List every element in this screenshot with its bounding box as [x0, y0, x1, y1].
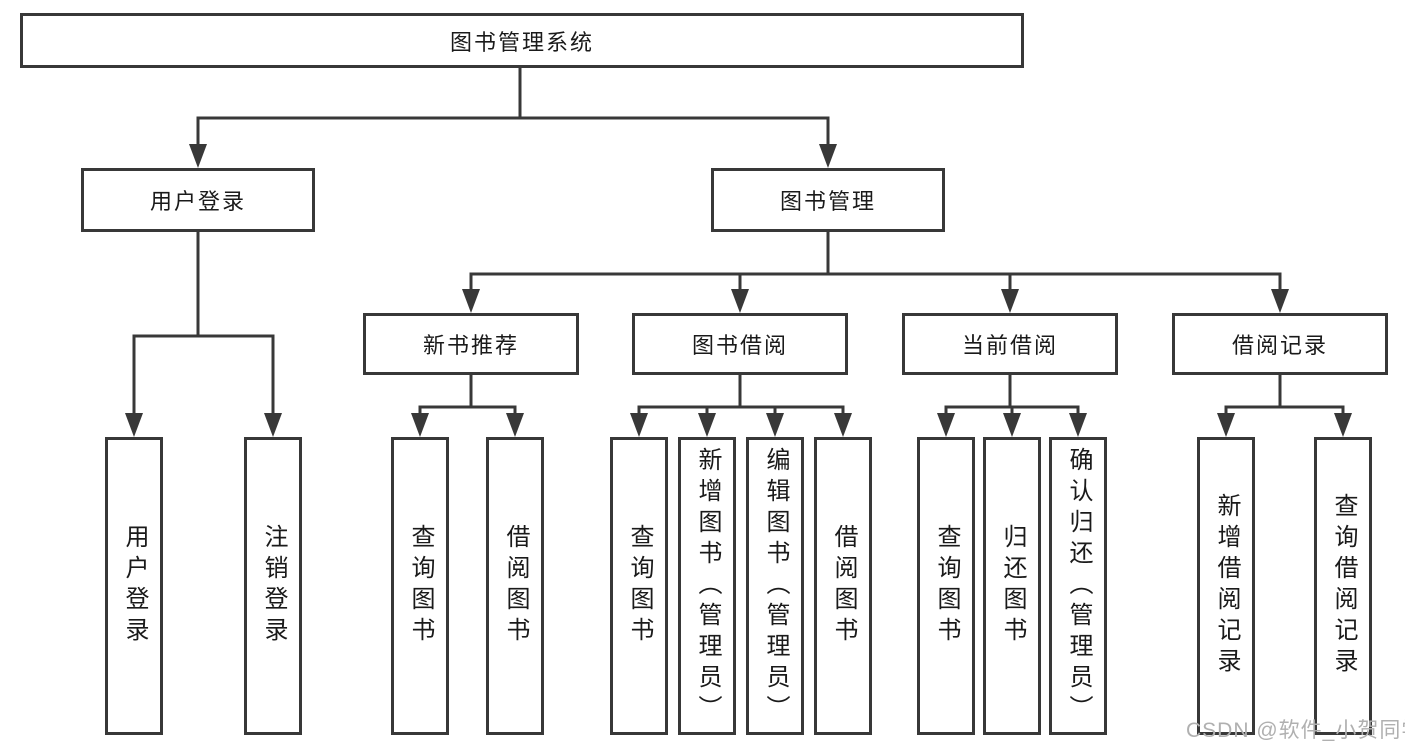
- node-borrowing-records-label: 借阅记录: [1231, 333, 1328, 358]
- leaf-user-login-label: 用户登录: [121, 524, 148, 648]
- leaf-current-return-books: 归还图书: [983, 437, 1041, 735]
- node-root: 图书管理系统: [20, 13, 1024, 68]
- leaf-records-query-record: 查询借阅记录: [1314, 437, 1372, 735]
- node-book-borrowing-label: 图书借阅: [691, 333, 788, 358]
- leaf-current-query-books: 查询图书: [917, 437, 975, 735]
- leaf-recommend-query-books: 查询图书: [391, 437, 449, 735]
- leaf-borrowing-query-books-label: 查询图书: [626, 524, 653, 648]
- leaf-borrowing-query-books: 查询图书: [610, 437, 668, 735]
- watermark: CSDN @软件_小贺同学: [1186, 719, 1405, 742]
- node-current-borrowing-label: 当前借阅: [961, 333, 1058, 358]
- node-user-login-label: 用户登录: [149, 189, 246, 214]
- leaf-current-confirm-return-admin-label: 确认归还（管理员）: [1065, 446, 1092, 726]
- leaf-records-query-record-label: 查询借阅记录: [1330, 493, 1357, 679]
- node-book-borrowing: 图书借阅: [632, 313, 848, 375]
- leaf-borrowing-add-books-admin-label: 新增图书（管理员）: [694, 446, 721, 726]
- leaf-borrowing-edit-books-admin: 编辑图书（管理员）: [746, 437, 804, 735]
- leaf-records-add-record-label: 新增借阅记录: [1213, 493, 1240, 679]
- leaf-recommend-borrow-books-label: 借阅图书: [502, 524, 529, 648]
- leaf-borrowing-borrow-books: 借阅图书: [814, 437, 872, 735]
- node-root-label: 图书管理系统: [449, 29, 594, 55]
- leaf-records-add-record: 新增借阅记录: [1197, 437, 1255, 735]
- leaf-recommend-borrow-books: 借阅图书: [486, 437, 544, 735]
- node-borrowing-records: 借阅记录: [1172, 313, 1388, 375]
- leaf-user-login: 用户登录: [105, 437, 163, 735]
- node-user-login: 用户登录: [81, 168, 315, 232]
- node-current-borrowing: 当前借阅: [902, 313, 1118, 375]
- node-book-management: 图书管理: [711, 168, 945, 232]
- leaf-borrowing-borrow-books-label: 借阅图书: [830, 524, 857, 648]
- leaf-borrowing-edit-books-admin-label: 编辑图书（管理员）: [762, 446, 789, 726]
- leaf-logout: 注销登录: [244, 437, 302, 735]
- leaf-borrowing-add-books-admin: 新增图书（管理员）: [678, 437, 736, 735]
- leaf-current-confirm-return-admin: 确认归还（管理员）: [1049, 437, 1107, 735]
- node-new-book-recommend-label: 新书推荐: [422, 333, 519, 358]
- leaf-recommend-query-books-label: 查询图书: [407, 524, 434, 648]
- leaf-logout-label: 注销登录: [260, 524, 287, 648]
- node-new-book-recommend: 新书推荐: [363, 313, 579, 375]
- node-book-management-label: 图书管理: [779, 189, 876, 214]
- leaf-current-return-books-label: 归还图书: [999, 524, 1026, 648]
- leaf-current-query-books-label: 查询图书: [933, 524, 960, 648]
- arrowhead-icons: [125, 144, 1352, 437]
